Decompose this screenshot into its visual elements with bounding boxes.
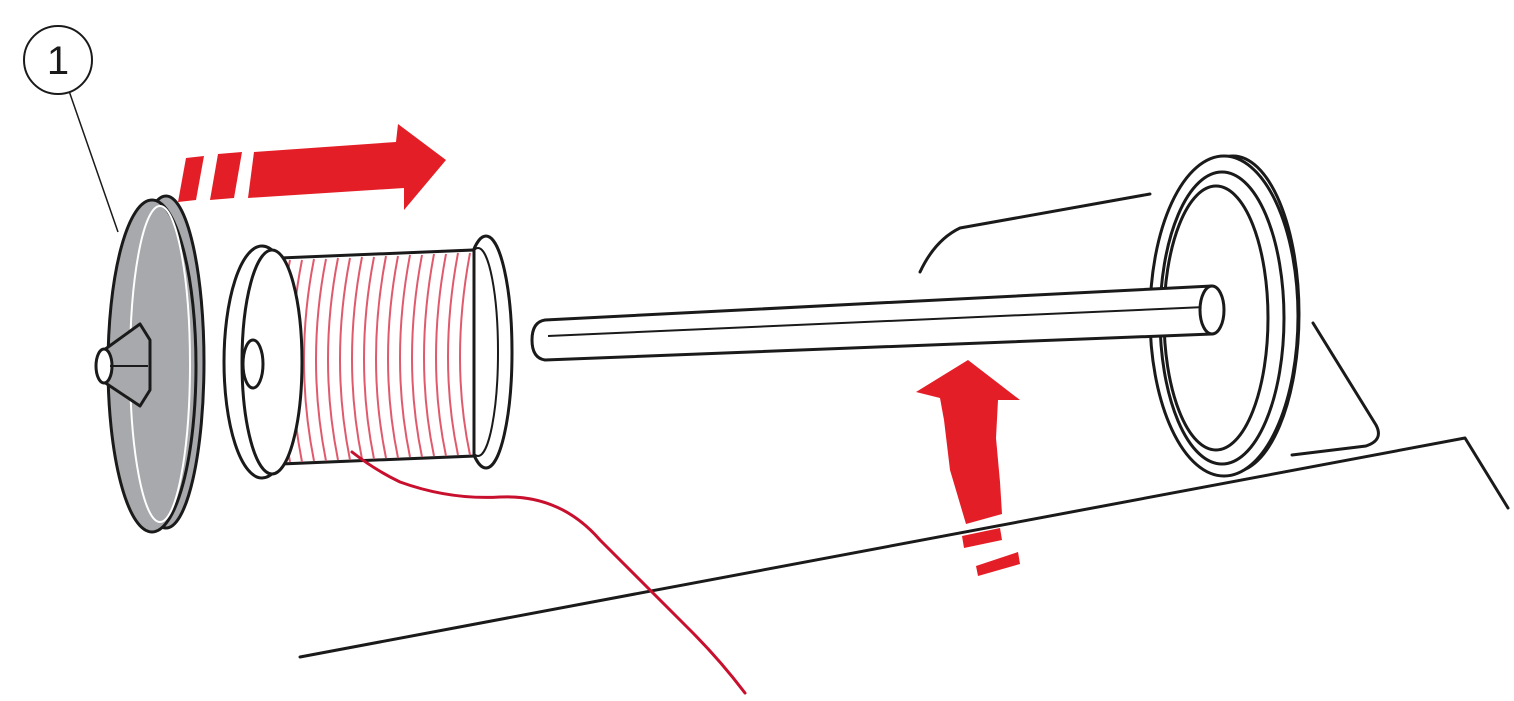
machine-body-outline <box>298 192 1510 659</box>
spool-cap <box>94 194 206 534</box>
push-right-arrow <box>178 124 446 210</box>
callout-leader-line <box>67 87 119 233</box>
lift-up-arrow <box>916 360 1020 576</box>
callout-circle <box>23 25 93 95</box>
thread-spool <box>222 234 747 695</box>
callout-1: 1 <box>23 25 119 233</box>
callout-number: 1 <box>47 39 69 83</box>
loose-thread <box>350 450 747 695</box>
spool-pin <box>530 284 1226 362</box>
